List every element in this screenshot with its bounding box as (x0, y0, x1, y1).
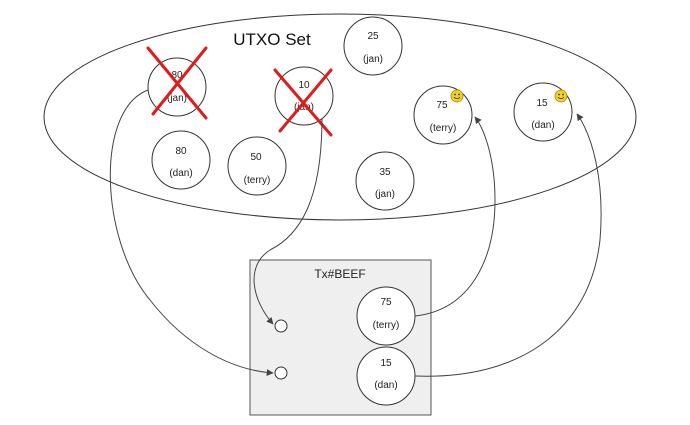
utxo-value: 80 (175, 146, 187, 157)
utxo-10-jan: 10 (jan) (274, 66, 334, 126)
utxo-35-jan: 35 (jan) (355, 151, 415, 211)
utxo-50-terry: 50 (terry) (227, 136, 287, 196)
output-owner: (terry) (373, 320, 400, 331)
arrow-80-jan-to-input-2 (109, 89, 274, 377)
output-owner: (dan) (374, 380, 397, 391)
utxo-75-terry: 75 (terry) (413, 85, 473, 145)
utxo-owner: (jan) (167, 93, 187, 104)
red-x-cross-icon (146, 46, 208, 120)
utxo-25-jan: 25 (jan) (343, 16, 403, 76)
smiley-icon (554, 89, 568, 103)
tx-output-75-terry: 75 (terry) (356, 286, 416, 346)
utxo-owner: (dan) (169, 168, 192, 179)
utxo-owner: (terry) (430, 123, 457, 134)
utxo-owner: (jan) (375, 189, 395, 200)
utxo-owner: (jan) (294, 102, 314, 113)
tx-input-2 (274, 366, 288, 380)
arrow-output-75-to-utxo (414, 116, 496, 317)
transaction-title: Tx#BEEF (314, 267, 365, 281)
utxo-owner: (jan) (363, 54, 383, 65)
utxo-value: 15 (536, 98, 548, 109)
utxo-80-dan: 80 (dan) (151, 130, 211, 190)
utxo-value: 25 (367, 31, 379, 42)
tx-input-1 (274, 319, 288, 333)
output-value: 75 (380, 297, 392, 308)
utxo-value: 35 (379, 167, 391, 178)
utxo-value: 80 (171, 70, 183, 81)
arrow-10-jan-to-input-1 (253, 117, 323, 325)
utxo-value: 10 (298, 80, 310, 91)
utxo-owner: (terry) (244, 175, 271, 186)
smiley-icon (450, 89, 464, 103)
utxo-owner: (dan) (531, 120, 554, 131)
tx-output-15-dan: 15 (dan) (356, 346, 416, 406)
utxo-value: 75 (436, 100, 448, 111)
output-value: 15 (380, 358, 392, 369)
utxo-value: 50 (250, 152, 262, 163)
utxo-set-title: UTXO Set (233, 30, 311, 49)
arrow-output-15-to-utxo (414, 113, 602, 377)
